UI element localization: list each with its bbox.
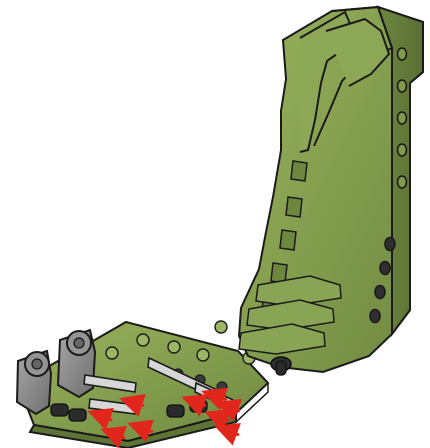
arrow-6 — [220, 428, 239, 435]
column-bottom-pin — [271, 357, 291, 375]
tall-green-brick-column — [239, 7, 423, 375]
